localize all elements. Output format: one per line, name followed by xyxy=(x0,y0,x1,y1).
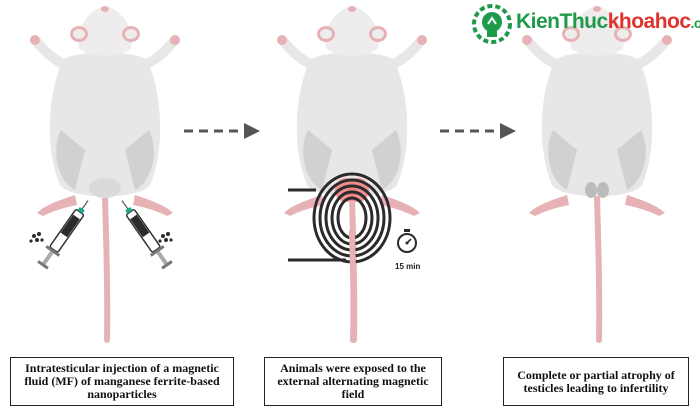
caption-step1: Intratesticular injection of a magnetic … xyxy=(10,357,234,406)
rat-atrophy xyxy=(522,6,672,340)
nanoparticles-right xyxy=(158,232,173,243)
arrow-step1-to-step2 xyxy=(182,121,262,141)
caption-step2: Animals were exposed to the external alt… xyxy=(264,357,442,406)
brand-logo[interactable]: KienThuckhoahoc.org xyxy=(470,2,700,46)
rat-injection xyxy=(30,6,180,340)
caption-step3: Complete or partial atrophy of testicles… xyxy=(503,357,689,406)
bulb-gear-icon xyxy=(472,4,512,44)
arrow-step2-to-step3 xyxy=(438,121,518,141)
nanoparticles-left xyxy=(29,232,44,243)
stopwatch-icon xyxy=(397,229,417,253)
brand-name: KienThuckhoahoc.org xyxy=(516,10,700,33)
timer-label: 15 min xyxy=(395,262,420,271)
